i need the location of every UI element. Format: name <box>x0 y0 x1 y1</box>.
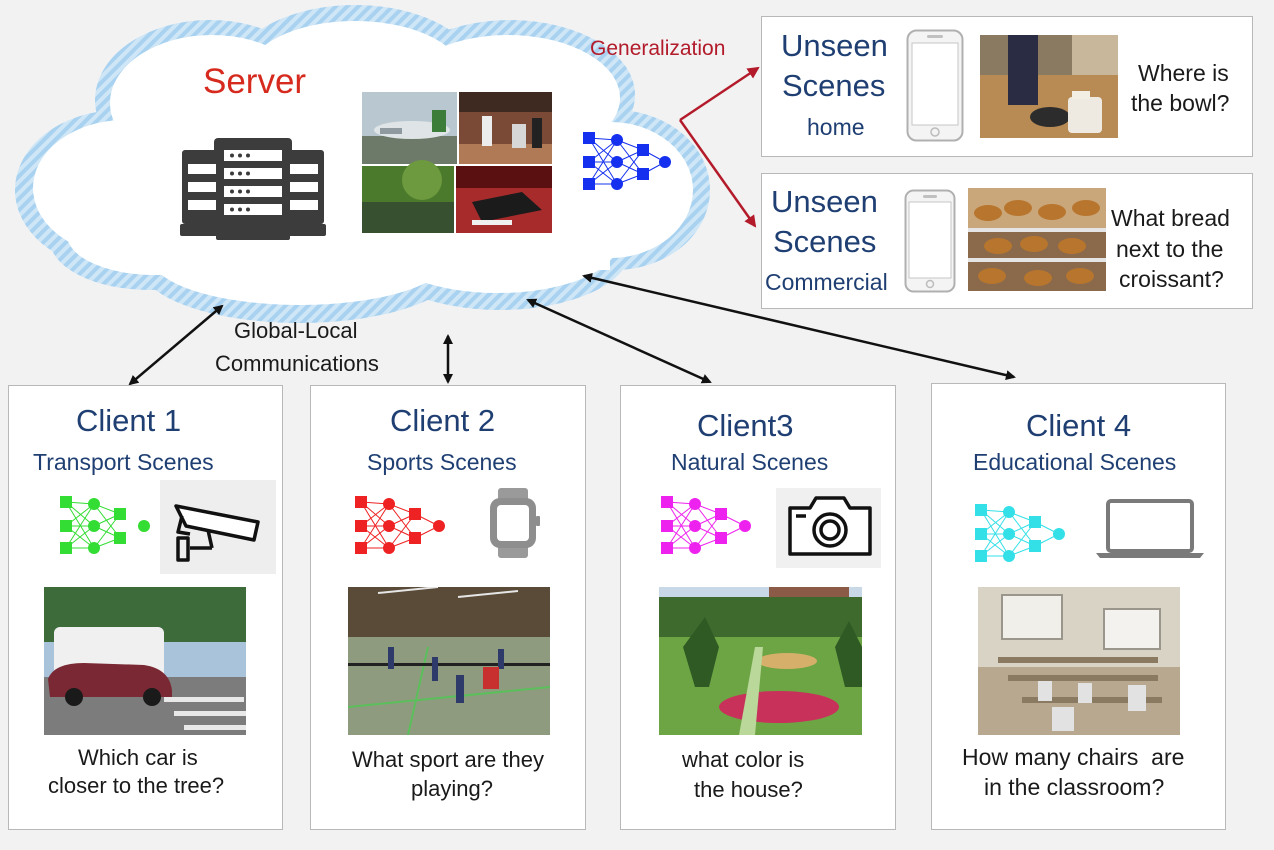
client-1-question-line1: Which car is <box>78 745 198 770</box>
smartwatch-icon <box>490 488 540 558</box>
communications-label-line2: Communications <box>215 351 379 376</box>
thumb-lake <box>362 160 454 233</box>
client-3-title: Client3 <box>697 408 794 443</box>
comm-arrow-client3 <box>526 298 712 384</box>
client-1-neural-net-icon <box>60 496 150 554</box>
phone-icon <box>904 189 956 293</box>
unseen-home-photo-kitchen <box>980 35 1118 138</box>
thumb-piano <box>456 166 552 233</box>
client-2-scenes: Sports Scenes <box>367 449 517 475</box>
unseen-home-title-line2: Scenes <box>782 68 886 103</box>
unseen-home-question-line1: Where is <box>1138 60 1229 86</box>
unseen-commercial-question-line2: next to the <box>1116 236 1224 262</box>
comm-arrow-client4 <box>582 272 1016 381</box>
client-4-scenes: Educational Scenes <box>973 449 1177 475</box>
client-4-photo-classroom <box>978 587 1180 735</box>
client-3-question-line1: what color is <box>682 747 805 772</box>
security-camera-icon <box>174 504 260 562</box>
client-3-neural-net-icon <box>661 496 751 554</box>
laptop-icon <box>1096 499 1204 558</box>
client-4-question-line1: How many chairs are <box>962 744 1185 770</box>
client-1-photo-street <box>44 587 246 735</box>
client-2-question-line1: What sport are they <box>352 747 544 772</box>
thumb-airport <box>362 92 457 164</box>
generalization-arrow-home <box>679 66 760 122</box>
camera-icon <box>788 496 872 556</box>
server-title: Server <box>203 62 307 101</box>
phone-icon <box>906 29 964 142</box>
generalization-label: Generalization <box>590 37 726 60</box>
client-3-question-line2: the house? <box>694 777 803 802</box>
client-2-photo-badminton-court <box>348 587 550 735</box>
client-1-scenes: Transport Scenes <box>33 449 214 475</box>
client-3-scenes: Natural Scenes <box>671 449 829 475</box>
server-neural-net-icon <box>583 132 671 190</box>
unseen-home-question-line2: the bowl? <box>1131 90 1230 116</box>
server-scene-thumbnails <box>362 92 552 233</box>
unseen-home-subtitle: home <box>807 114 865 140</box>
client-2-question-line2: playing? <box>411 776 493 801</box>
client-1-question-line2: closer to the tree? <box>48 773 225 798</box>
client-4-question-line2: in the classroom? <box>984 774 1165 800</box>
unseen-commercial-title-line2: Scenes <box>773 224 877 259</box>
client-3-photo-garden <box>659 587 862 735</box>
unseen-commercial-title-line1: Unseen <box>771 184 878 219</box>
communications-label-line1: Global-Local <box>234 318 358 343</box>
client-4-title: Client 4 <box>1026 408 1132 443</box>
server-rack-icon <box>180 138 326 240</box>
client-1-title: Client 1 <box>76 403 182 438</box>
unseen-commercial-subtitle: Commercial <box>765 269 888 295</box>
generalization-arrow-commercial <box>678 119 757 228</box>
thumb-baseball <box>459 92 552 164</box>
client-4-neural-net-icon <box>975 504 1065 562</box>
unseen-commercial-question-line3: croissant? <box>1119 266 1224 292</box>
client-2-neural-net-icon <box>355 496 445 554</box>
unseen-commercial-photo-bakery <box>968 188 1106 291</box>
unseen-home-title-line1: Unseen <box>781 28 888 63</box>
comm-arrow-client1 <box>128 304 224 386</box>
unseen-commercial-question-line1: What bread <box>1111 205 1230 231</box>
client-2-title: Client 2 <box>390 403 496 438</box>
